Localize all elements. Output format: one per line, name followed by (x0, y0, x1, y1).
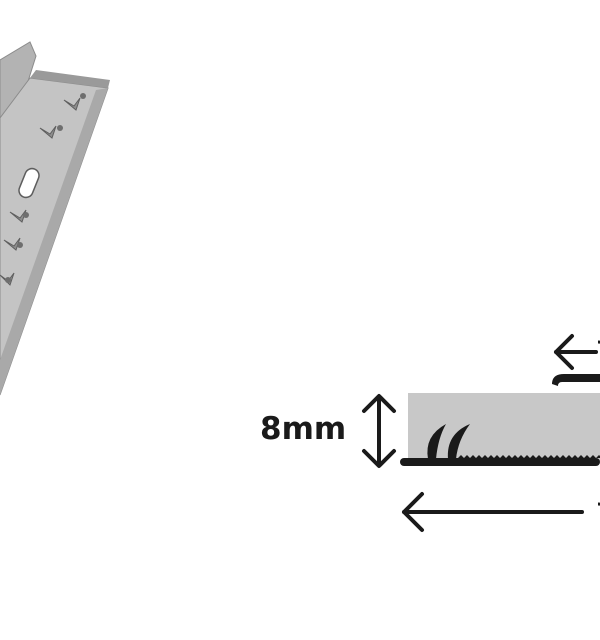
dimples (5, 93, 86, 283)
bottom-width-arrow (402, 492, 584, 532)
top-width-arrow (554, 334, 598, 370)
bottom-arrow-cropped-label (597, 502, 600, 506)
base-plate (400, 458, 600, 466)
metal-strip-shade (0, 88, 108, 395)
height-dimension-label: 8mm (260, 411, 347, 447)
cap-lip (552, 374, 600, 386)
gripper-hook (427, 424, 446, 459)
dimple (23, 212, 29, 218)
bottom-arrow-head (402, 492, 424, 532)
gripper-tooth (39, 125, 57, 139)
metal-strip-edge (30, 70, 110, 88)
dimple (80, 93, 86, 99)
base-profile (400, 424, 600, 466)
gripper-hook (447, 424, 470, 459)
serrated-teeth (458, 455, 600, 458)
height-arrow-head-top (362, 394, 396, 413)
dimple (17, 242, 23, 248)
height-arrow-head-bottom (362, 449, 396, 468)
dimple (57, 125, 63, 131)
carpet-block (408, 393, 600, 461)
gripper-tooth (63, 97, 81, 111)
dimple (5, 277, 11, 283)
metal-trim-product-image (0, 41, 110, 396)
gripper-tooth (9, 209, 27, 223)
fixing-slot (18, 167, 40, 199)
cross-section (362, 334, 600, 532)
height-arrow (362, 394, 396, 468)
top-arrow-cropped-label (597, 340, 600, 344)
gripper-tooth (3, 237, 21, 251)
top-arrow-head (554, 334, 574, 370)
